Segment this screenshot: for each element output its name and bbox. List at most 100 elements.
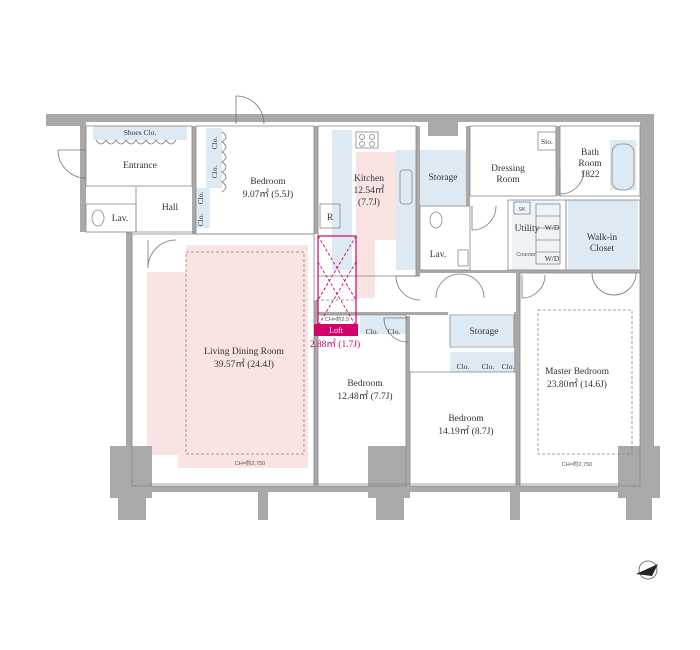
- wall-bed-c-right: [516, 270, 520, 490]
- label-clo-c3: Clo.: [502, 362, 515, 371]
- door-master: [521, 274, 546, 299]
- fridge-box: [319, 203, 341, 229]
- label-clo-a3: Clo.: [196, 192, 205, 205]
- label-bath-2: Room: [578, 159, 602, 169]
- label-loft-ch: CH=約2.5: [325, 315, 349, 323]
- label-storage-mid: Storage: [469, 327, 498, 337]
- loft-label-bar: [314, 324, 358, 336]
- label-clo-b1: Clo.: [366, 327, 379, 336]
- wall-top: [46, 114, 654, 122]
- label-dressing-1: Dressing: [491, 164, 525, 174]
- wall-top-notch: [428, 114, 458, 136]
- label-master-name: Master Bedroom: [545, 367, 610, 377]
- label-clo-a1: Clo.: [210, 137, 219, 150]
- label-lav2: Lav.: [430, 250, 447, 260]
- wall-kitchen-right: [416, 126, 420, 276]
- label-storage-top: Storage: [428, 173, 457, 183]
- label-kitchen-area: 12.54㎡: [354, 185, 385, 196]
- wall-ldk-right: [314, 300, 318, 488]
- column-3: [368, 446, 410, 520]
- walls: [46, 114, 660, 520]
- lav2-box: [419, 205, 471, 271]
- sto-box: [537, 131, 557, 151]
- room-fills: [93, 126, 638, 468]
- storage-top-fill: [420, 150, 466, 206]
- label-bed-c-area: 14.19㎡ (8.7J): [438, 426, 493, 437]
- kitchen-counter-fill: [332, 130, 352, 270]
- label-bed-b-area: 12.48㎡ (7.7J): [337, 391, 392, 402]
- bath-fill: [610, 140, 636, 190]
- burner-3: [359, 141, 365, 147]
- toilet-1: [91, 209, 105, 227]
- label-master-ch: CH=約2,750: [562, 460, 592, 468]
- wall-dressing-right: [556, 126, 560, 196]
- label-bed-a-name: Bedroom: [250, 177, 286, 187]
- label-bed-a-area: 9.07㎡ (5.5J): [243, 189, 293, 200]
- entrance-box: [85, 125, 193, 187]
- label-bath-3: 1822: [581, 170, 600, 180]
- door-walkin: [591, 272, 637, 296]
- door-bath: [559, 169, 585, 195]
- doors: [57, 95, 637, 343]
- wall-left-lower: [126, 232, 132, 452]
- door-entrance: [57, 149, 87, 179]
- stove: [355, 131, 379, 149]
- label-wd1: W/D: [545, 223, 560, 232]
- labels: Shoes Clo. Entrance Hall Lav. Clo. Clo. …: [112, 128, 618, 468]
- door-lav2: [395, 275, 421, 301]
- label-entrance: Entrance: [123, 161, 157, 171]
- label-wd2: W/D: [545, 254, 560, 263]
- label-loft-name: Loft: [329, 326, 344, 335]
- bed-c-box: [409, 371, 517, 487]
- column-2: [258, 488, 268, 520]
- closet-b-fill: [196, 188, 210, 228]
- label-sk: SK: [518, 207, 526, 213]
- door-hall: [147, 239, 177, 269]
- door-bed-a: [235, 95, 265, 125]
- doors-shoes-clo: [95, 139, 177, 145]
- lav2-sink: [457, 249, 469, 267]
- burner-2: [369, 134, 375, 140]
- loft-x-4: [317, 261, 357, 327]
- walkin-box: [565, 199, 641, 271]
- master-box: [519, 272, 641, 487]
- label-living-ch: CH=約2,750: [235, 459, 265, 467]
- label-walkin-1: Walk-in: [587, 233, 618, 243]
- wall-bed-a-left: [192, 126, 196, 234]
- loft-x-2: [317, 235, 357, 301]
- wall-storage-mid-right: [514, 312, 518, 372]
- wall-bed-b-top: [318, 312, 448, 315]
- label-bed-b-name: Bedroom: [347, 379, 383, 389]
- doors-closet-a: [221, 131, 227, 193]
- label-walkin-2: Closet: [590, 244, 615, 254]
- label-hall: Hall: [162, 203, 179, 213]
- column-4: [510, 488, 520, 520]
- storage-mid-box: [449, 314, 515, 348]
- column-5: [618, 446, 660, 520]
- label-bath-1: Bath: [581, 148, 599, 158]
- label-kitchen-j: (7.7J): [358, 197, 380, 208]
- label-dressing-2: Room: [496, 175, 520, 185]
- shoes-closet-fill: [93, 126, 187, 140]
- label-kitchen-name: Kitchen: [354, 174, 384, 184]
- sink: [399, 169, 413, 205]
- label-clo-b2: Clo.: [388, 327, 401, 336]
- wall-left: [80, 120, 86, 232]
- label-bed-c-name: Bedroom: [448, 414, 484, 424]
- living-room-fill: [147, 245, 308, 468]
- kitchen-box: [317, 125, 417, 277]
- kitchen-fill: [356, 152, 396, 298]
- kitchen-sink-fill: [396, 150, 416, 270]
- wall-bed-a-right: [314, 126, 318, 234]
- label-living-name: Living Dining Room: [204, 347, 284, 357]
- label-sto: Sto.: [541, 137, 553, 146]
- dressing-box: [469, 125, 557, 197]
- wall-dressing-left: [466, 126, 470, 206]
- bed-b-box: [317, 314, 407, 487]
- bathtub: [611, 143, 635, 191]
- linework: [85, 125, 641, 487]
- label-shoes-clo: Shoes Clo.: [124, 128, 157, 137]
- master-ceiling-dash: [537, 309, 633, 455]
- label-clo-c1: Clo.: [457, 362, 470, 371]
